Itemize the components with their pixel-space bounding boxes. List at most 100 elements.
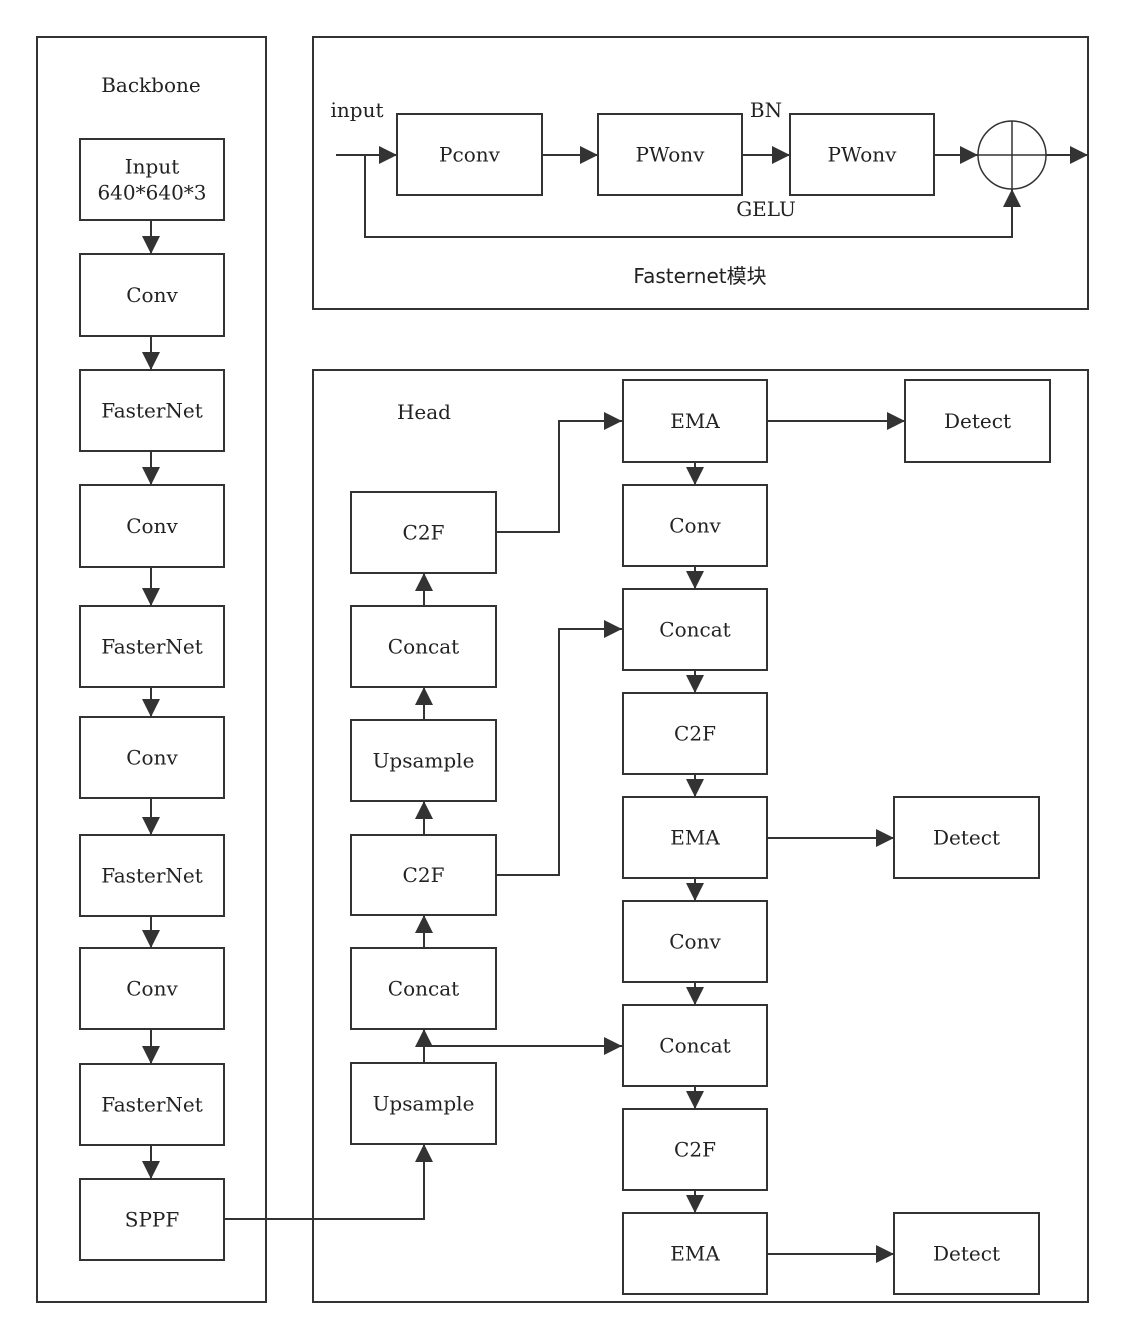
node-box <box>79 253 225 337</box>
node-label: Concat <box>388 977 459 1001</box>
node-bb-fasternet-4: FasterNet <box>79 1063 225 1146</box>
node-label: Concat <box>659 618 730 642</box>
node-h-c2f-2: C2F <box>350 491 497 574</box>
node-h-c2f-4: C2F <box>622 1108 768 1191</box>
node-label: Input <box>125 155 180 179</box>
edge-sppf-upsample1 <box>225 1144 433 1220</box>
fasternet-input-label: input <box>331 98 384 122</box>
node-box <box>622 484 768 567</box>
node-label: Conv <box>126 977 178 1001</box>
node-label: FasterNet <box>101 864 203 888</box>
node-bb-conv-4: Conv <box>79 947 225 1030</box>
node-box <box>79 605 225 688</box>
node-box <box>79 947 225 1030</box>
head-frame <box>312 369 1089 1303</box>
node-bb-sppf: SPPF <box>79 1178 225 1261</box>
node-box <box>622 1212 768 1295</box>
node-label: Conv <box>669 514 721 538</box>
fasternet-module-frame <box>312 36 1089 310</box>
node-box <box>622 900 768 983</box>
node-box <box>893 796 1040 879</box>
node-fm-pwonv-1: PWonv <box>597 113 743 196</box>
node-h-concat-3: Concat <box>622 588 768 671</box>
node-h-c2f-1: C2F <box>350 834 497 916</box>
edge-fm-skip-connection <box>364 155 1021 238</box>
node-h-c2f-3: C2F <box>622 692 768 775</box>
node-h-detect-1: Detect <box>904 379 1051 463</box>
node-box <box>79 834 225 917</box>
node-h-detect-3: Detect <box>893 1212 1040 1295</box>
node-bb-fasternet-3: FasterNet <box>79 834 225 917</box>
node-fm-pwonv-2: PWonv <box>789 113 935 196</box>
edge-c2f1-concat3 <box>496 620 622 876</box>
node-label: C2F <box>403 521 445 545</box>
node-label: Pconv <box>439 143 501 167</box>
node-box <box>893 1212 1040 1295</box>
node-label: SPPF <box>125 1208 180 1232</box>
node-box <box>622 1108 768 1191</box>
node-label: Conv <box>126 283 178 307</box>
node-fm-pconv: Pconv <box>396 113 543 196</box>
plus-circle-icon <box>977 120 1047 190</box>
node-box <box>79 1063 225 1146</box>
node-label: PWonv <box>636 143 706 167</box>
node-label: C2F <box>674 1138 716 1162</box>
node-h-ema-2: EMA <box>622 796 768 879</box>
node-box <box>396 113 543 196</box>
node-label: Conv <box>669 930 721 954</box>
node-h-conv-2: Conv <box>622 900 768 983</box>
node-layer: Input640*640*3ConvFasterNetConvFasterNet… <box>79 113 1051 1295</box>
node-box <box>350 491 497 574</box>
node-label: C2F <box>674 722 716 746</box>
node-label: Upsample <box>373 1092 475 1116</box>
node-box <box>622 1004 768 1087</box>
node-h-concat-4: Concat <box>622 1004 768 1087</box>
node-label: 640*640*3 <box>97 181 206 205</box>
node-box <box>622 692 768 775</box>
node-h-concat-2: Concat <box>350 605 497 688</box>
node-label: Detect <box>933 826 1000 850</box>
node-label: Detect <box>933 1242 1000 1266</box>
node-box <box>79 1178 225 1261</box>
node-box <box>79 138 225 221</box>
node-label: Detect <box>944 409 1011 433</box>
node-h-detect-2: Detect <box>893 796 1040 879</box>
node-label: Conv <box>126 514 178 538</box>
node-box <box>904 379 1051 463</box>
fasternet-module-title: Fasternet模块 <box>633 264 766 288</box>
node-label: C2F <box>403 863 445 887</box>
node-box <box>350 719 497 802</box>
node-h-ema-1: EMA <box>622 379 768 463</box>
node-box <box>79 716 225 799</box>
edge-c2f2-ema1 <box>496 412 622 533</box>
node-label: Concat <box>659 1034 730 1058</box>
bn-label: BN <box>750 98 782 122</box>
node-box <box>350 605 497 688</box>
node-h-conv-1: Conv <box>622 484 768 567</box>
node-label: FasterNet <box>101 1093 203 1117</box>
node-label: EMA <box>670 409 720 433</box>
node-label: Conv <box>126 746 178 770</box>
node-bb-conv-3: Conv <box>79 716 225 799</box>
gelu-label: GELU <box>736 197 796 221</box>
backbone-title: Backbone <box>101 73 201 97</box>
node-label: FasterNet <box>101 635 203 659</box>
node-bb-fasternet-1: FasterNet <box>79 369 225 452</box>
edge-layer <box>142 146 1088 1263</box>
node-h-upsample-2: Upsample <box>350 719 497 802</box>
head-title: Head <box>397 400 451 424</box>
node-box <box>622 379 768 463</box>
node-h-ema-3: EMA <box>622 1212 768 1295</box>
node-bb-conv-2: Conv <box>79 484 225 568</box>
node-label: Upsample <box>373 749 475 773</box>
node-label: EMA <box>670 1242 720 1266</box>
node-h-upsample-1: Upsample <box>350 1062 497 1145</box>
node-bb-conv-1: Conv <box>79 253 225 337</box>
node-label: PWonv <box>828 143 898 167</box>
node-bb-fasternet-2: FasterNet <box>79 605 225 688</box>
node-label: FasterNet <box>101 399 203 423</box>
backbone-frame <box>36 36 267 1303</box>
node-label: EMA <box>670 826 720 850</box>
